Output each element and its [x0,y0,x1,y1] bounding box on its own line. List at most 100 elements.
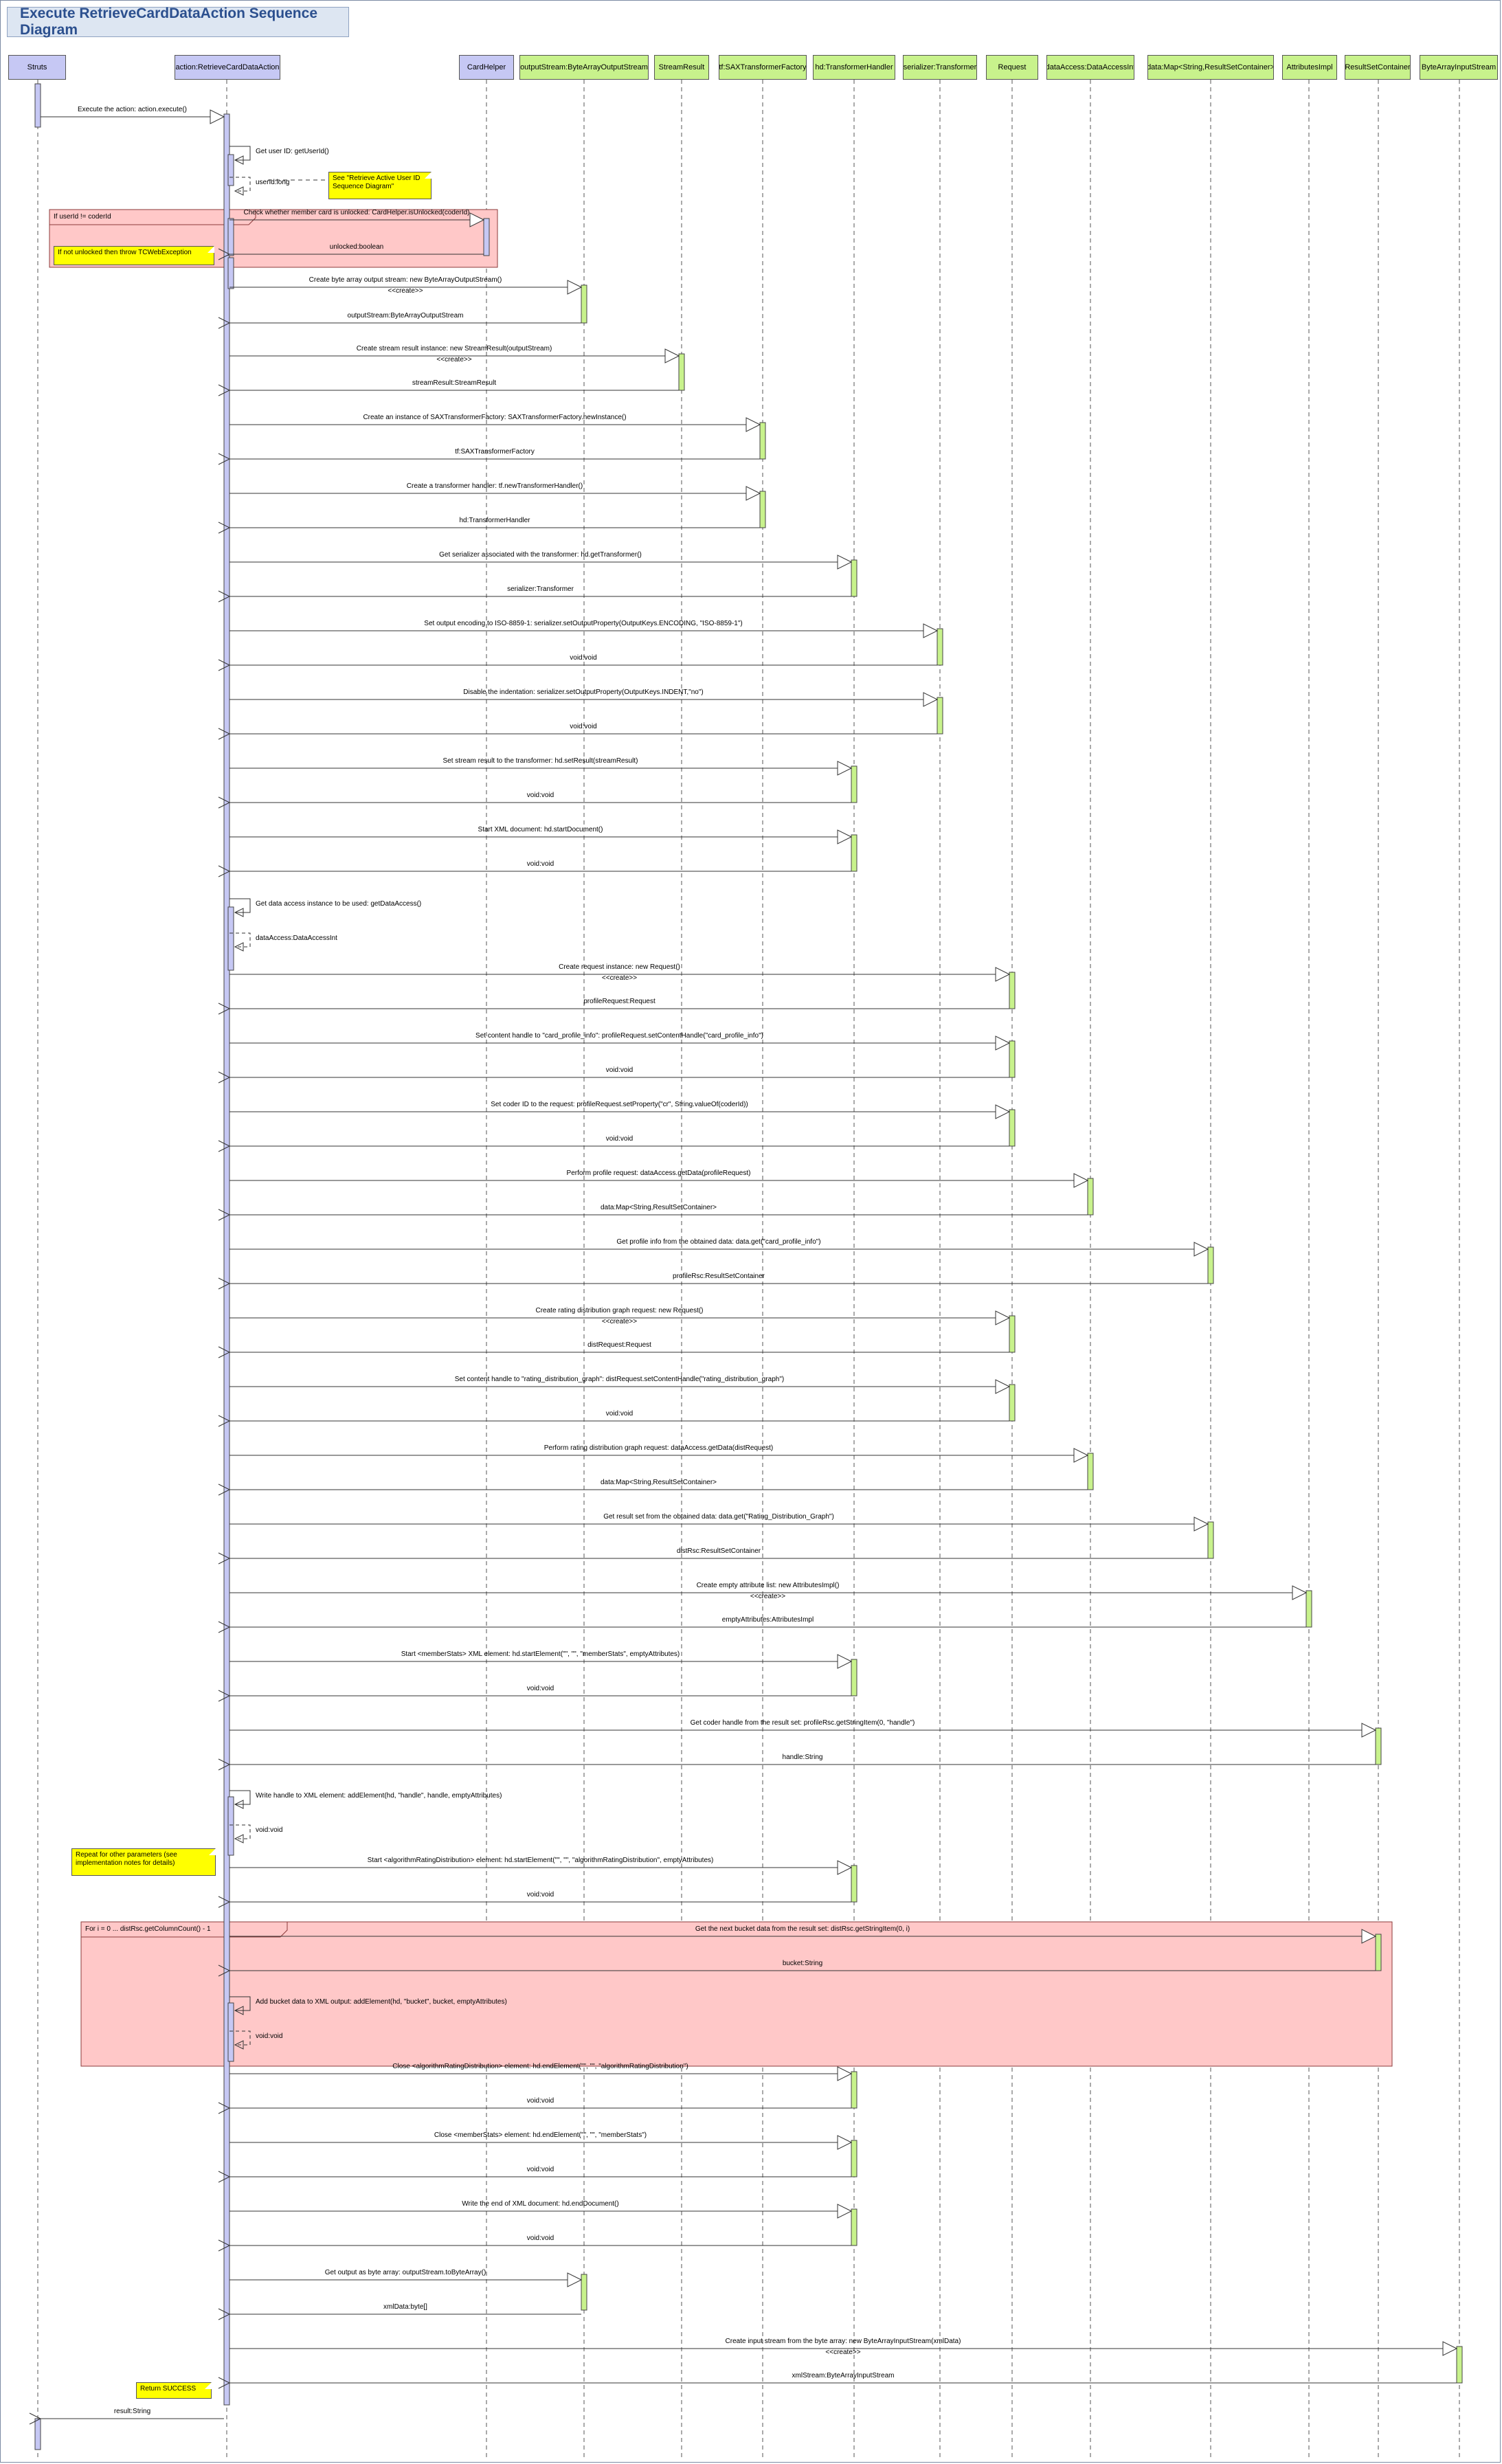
arrowhead [995,1379,1011,1394]
arrowhead [837,2066,853,2081]
arrowhead [837,555,853,570]
create-stereotype: <<create>> [436,356,471,363]
message-label: Start XML document: hd.startDocument() [478,826,603,833]
activation-bar-datamap [1207,1246,1214,1284]
arrowhead [218,796,231,809]
message-label: serializer:Transformer [507,585,574,593]
arrowhead [234,908,244,917]
self-message-line [229,932,251,948]
activation-bar-action [227,1796,234,1856]
create-stereotype: <<create>> [825,2349,860,2356]
fragment-label-box [81,1922,288,1938]
note: If not unlocked then throw TCWebExceptio… [54,246,214,265]
message-label: Start <memberStats> XML element: hd.star… [401,1650,680,1658]
create-stereotype: <<create>> [388,287,423,295]
activation-bar-serializer [937,697,943,735]
arrowhead [1292,1585,1308,1600]
arrowhead [567,2272,583,2287]
message-label: Create an instance of SAXTransformerFact… [363,414,626,421]
self-message-line [229,177,251,192]
arrowhead [469,212,485,227]
arrowhead [218,1209,231,1221]
message-label: Create input stream from the byte array:… [726,2338,961,2345]
combined-fragment [80,1921,1393,2067]
arrowhead [218,2377,231,2389]
lifeline-head-request: Request [986,55,1038,80]
message-label: Close <algorithmRatingDistribution> elem… [392,2063,688,2070]
message-label: Set content handle to "rating_distributi… [455,1376,785,1383]
message-label: Create a transformer handler: tf.newTran… [407,482,583,490]
activation-bar-action [227,154,234,186]
activation-bar-hd [851,834,858,872]
message-label: Get result set from the obtained data: d… [603,1513,834,1521]
message-label: Execute the action: action.execute() [78,106,187,113]
arrowhead [995,1035,1011,1051]
message-label: Get serializer associated with the trans… [439,551,642,559]
activation-bar-outputstream [581,284,587,324]
arrowhead [234,155,244,165]
message-label: tf:SAXTransformerFactory [455,448,535,456]
message-label: Create stream result instance: new Strea… [357,345,552,352]
message-label: Get data access instance to be used: get… [256,900,421,908]
arrowhead [210,109,225,124]
arrowhead [218,2239,231,2252]
lifeline-head-datamap: data:Map<String,ResultSetContainer> [1147,55,1274,80]
arrowhead [1361,1723,1377,1738]
activation-bar-cardhelper [483,218,490,256]
message-label: Create rating distribution graph request… [535,1307,703,1314]
activation-bar-action [227,218,234,256]
self-message-line [229,146,251,161]
message-label: void:void [606,1066,633,1074]
message-label: xmlStream:ByteArrayInputStream [792,2372,895,2379]
arrowhead [234,2040,244,2050]
arrowhead [837,2135,853,2150]
arrowhead [837,1860,853,1875]
activation-bar-action [227,906,234,971]
message-label: void:void [527,1891,554,1899]
arrowhead [234,1834,244,1844]
message-label: Create empty attribute list: new Attribu… [697,1582,840,1589]
lifeline-head-bytearrayinput: ByteArrayInputStream [1420,55,1498,80]
message-label: Perform profile request: dataAccess.getD… [567,1169,751,1177]
message-label: Add bucket data to XML output: addElemen… [256,1998,507,2006]
arrowhead [1442,2341,1458,2356]
message-label: Check whether member card is unlocked: C… [243,209,469,216]
arrowhead [1361,1929,1377,1944]
message-label: Perform rating distribution graph reques… [544,1444,774,1452]
activation-bar-request [1009,1040,1016,1078]
activation-bar-action [227,257,234,289]
lifeline-head-rsc: ResultSetContainer [1345,55,1411,80]
message-label: profileRsc:ResultSetContainer [673,1273,765,1280]
arrowhead [218,1483,231,1496]
message-label: Create request instance: new Request() [559,963,680,971]
message-label: Get coder handle from the result set: pr… [691,1719,915,1727]
message-label: Get the next bucket data from the result… [695,1925,910,1933]
lifeline-head-attributesimpl: AttributesImpl [1282,55,1337,80]
message-label: hd:TransformerHandler [459,517,530,524]
activation-bar-rsc [1375,1727,1382,1765]
message-label: outputStream:ByteArrayOutputStream [348,312,464,320]
lifeline-head-action: action:RetrieveCardDataAction [175,55,280,80]
arrowhead [218,317,231,329]
arrowhead [746,486,761,501]
note: See "Retrieve Active User ID Sequence Di… [328,172,431,199]
self-message-line [229,1824,251,1839]
create-stereotype: <<create>> [750,1593,785,1600]
arrowhead [218,1896,231,1908]
arrowhead [218,590,231,603]
arrowhead [218,1552,231,1565]
activation-bar-action [223,113,230,2406]
activation-bar-streamresult [678,353,685,391]
arrowhead [218,384,231,396]
lifeline-head-tfactory: tf:SAXTransformerFactory [719,55,807,80]
message-label: emptyAttributes:AttributesImpl [722,1616,814,1624]
lifeline-head-streamresult: StreamResult [654,55,709,80]
arrowhead [995,1104,1011,1119]
activation-bar-request [1009,1109,1016,1147]
message-label: void:void [256,1826,282,1834]
activation-bar-hd [851,1659,858,1696]
arrowhead [218,1621,231,1633]
arrowhead [218,1964,231,1977]
self-message-line [229,1996,251,2011]
